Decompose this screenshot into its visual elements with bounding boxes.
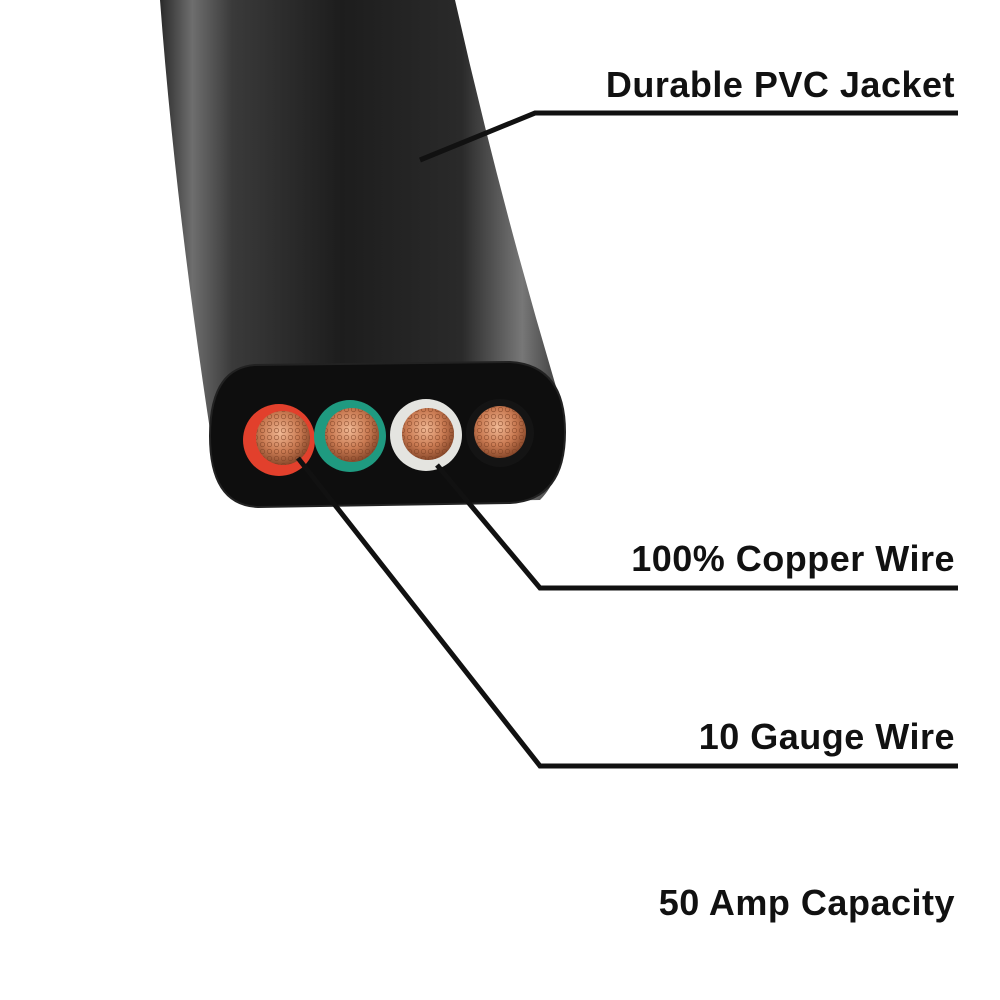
leader-line-jacket bbox=[419, 110, 958, 163]
label-gauge-wire: 10 Gauge Wire bbox=[698, 716, 955, 757]
conductor-red bbox=[243, 404, 315, 476]
label-amp-capacity: 50 Amp Capacity bbox=[658, 882, 955, 923]
leader-line-copper bbox=[435, 463, 958, 591]
conductor-white bbox=[390, 399, 462, 471]
conductor-black bbox=[466, 399, 534, 467]
leader-line-gauge bbox=[296, 456, 958, 769]
label-pvc-jacket: Durable PVC Jacket bbox=[605, 64, 955, 105]
cable-end-face bbox=[208, 360, 567, 509]
conductor-green bbox=[314, 400, 386, 472]
label-copper-wire: 100% Copper Wire bbox=[631, 538, 955, 579]
